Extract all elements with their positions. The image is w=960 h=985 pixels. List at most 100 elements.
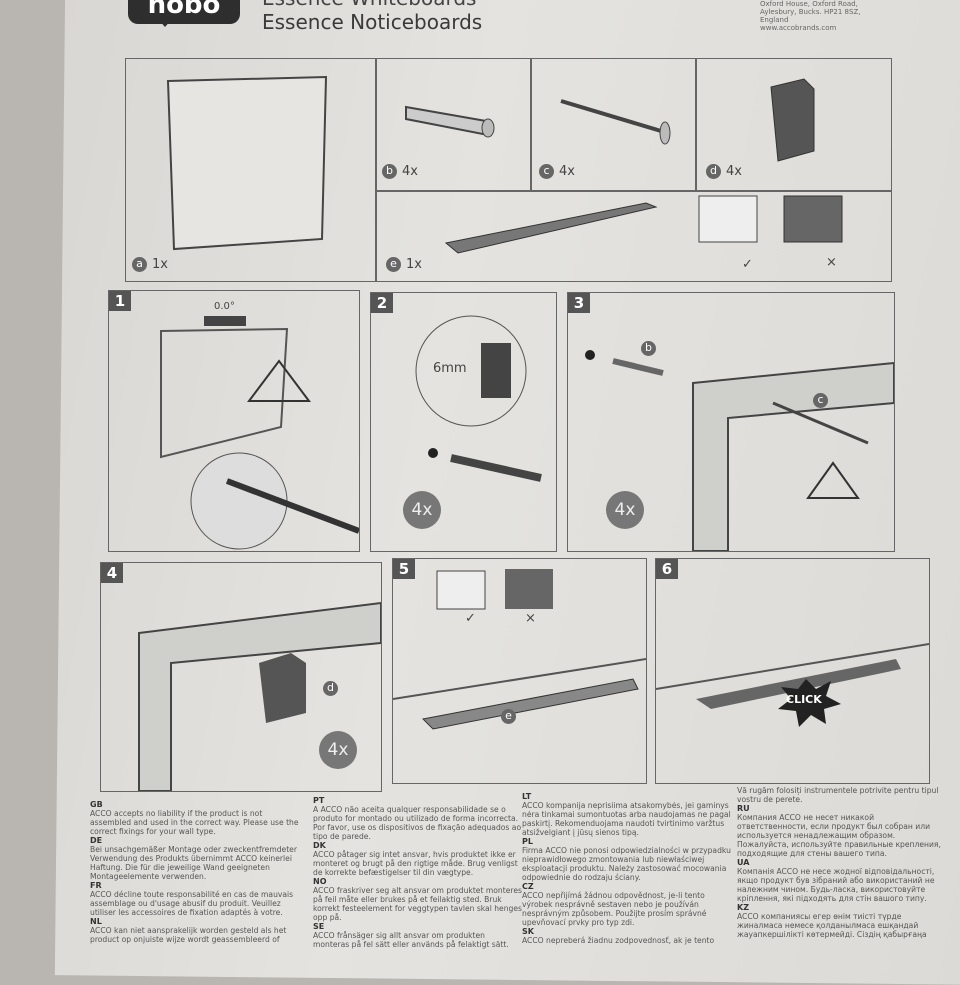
disclaimer-text: ACCO nepřijímá žádnou odpovědnost, je-li… xyxy=(522,891,707,927)
part-letter: e xyxy=(386,257,401,272)
disclaimer-column: Vă rugăm folosiți instrumentele potrivit… xyxy=(737,786,947,939)
title-whiteboards: Essence Whiteboards xyxy=(262,0,476,10)
step-number: 1 xyxy=(109,291,131,311)
level-reading: 0.0° xyxy=(214,301,235,312)
address-website: www.accobrands.com xyxy=(760,24,837,32)
step-5-panel: 5 ✓ × e xyxy=(392,558,647,784)
click-callout: CLICK xyxy=(786,693,822,706)
step-number: 2 xyxy=(371,293,393,313)
lang-code: PL xyxy=(522,837,533,846)
allowed-mark: ✓ xyxy=(465,611,476,626)
part-letter: a xyxy=(132,257,147,272)
part-qty: 4x xyxy=(726,164,742,179)
step-2-panel: 2 6mm 4x xyxy=(370,292,557,552)
board-illustration xyxy=(166,75,328,251)
corner-cap-illustration xyxy=(138,601,381,791)
step-number: 5 xyxy=(393,559,415,579)
address-line: Aylesbury, Bucks. HP21 8SZ, xyxy=(760,8,861,16)
lang-code: SK xyxy=(522,927,534,936)
part-a-label: a 1x xyxy=(132,257,168,272)
lang-code: DK xyxy=(313,841,326,850)
address-line: Oxford House, Oxford Road, xyxy=(760,0,858,8)
lang-code: FR xyxy=(90,881,102,890)
part-qty: 1x xyxy=(152,257,168,272)
step-1-panel: 1 0.0° xyxy=(108,290,360,552)
nobo-logo: nobo xyxy=(128,0,240,27)
step-6-panel: 6 CLICK xyxy=(655,558,930,784)
step-3-panel: 3 b c 4x xyxy=(567,292,895,552)
tray-click-illustration xyxy=(656,643,929,727)
part-c-label: c 4x xyxy=(539,164,575,179)
part-a-panel: a 1x xyxy=(125,58,377,282)
step-quantity: 4x xyxy=(606,491,644,529)
part-d-label: d 4x xyxy=(706,164,742,179)
disclaimer-text: Firma ACCO nie ponosi odpowiedzialności … xyxy=(522,846,731,882)
part-letter: c xyxy=(539,164,554,179)
disclaimer-text: ACCO kan niet aansprakelijk worden geste… xyxy=(90,926,287,944)
not-allowed-mark: × xyxy=(826,255,837,270)
part-d-panel: d 4x xyxy=(695,58,892,192)
company-address: Oxford House, Oxford Road, Aylesbury, Bu… xyxy=(760,0,860,32)
lang-code: SE xyxy=(313,922,325,931)
part-e-panel: ✓ × e 1x xyxy=(375,190,892,282)
warning-icon xyxy=(247,359,311,402)
part-callout: d xyxy=(323,681,338,696)
disclaimer-text: ACCO frånsäger sig allt ansvar om produk… xyxy=(313,931,509,949)
step-quantity: 4x xyxy=(403,491,441,529)
address-line: England xyxy=(760,16,789,24)
disclaimer-text: ACCO компаниясы егер өнім тиісті түрде ж… xyxy=(737,912,927,939)
part-b-panel: b 4x xyxy=(375,58,532,192)
lang-code: GB xyxy=(90,800,103,809)
part-qty: 4x xyxy=(402,164,418,179)
step-quantity: 4x xyxy=(319,731,357,769)
wall-plug-icon xyxy=(405,105,495,138)
allowed-mark: ✓ xyxy=(742,257,753,272)
drill-size: 6mm xyxy=(433,361,467,376)
disclaimer-text: Компания ACCO не несет никакой ответстве… xyxy=(737,813,941,858)
plug-screw-illustration xyxy=(585,350,894,551)
part-c-panel: c 4x xyxy=(530,58,697,192)
part-callout: c xyxy=(813,393,828,408)
part-b-label: b 4x xyxy=(382,164,418,179)
part-e-label: e 1x xyxy=(386,257,422,272)
lang-code: KZ xyxy=(737,903,749,912)
step-number: 4 xyxy=(101,563,123,583)
step-number: 6 xyxy=(656,559,678,579)
corner-cap-icon xyxy=(770,78,815,162)
disclaimer-text: Компанія ACCO не несе жодної відповідаль… xyxy=(737,867,935,903)
lang-code: RU xyxy=(737,804,750,813)
lang-code: LT xyxy=(522,792,532,801)
part-qty: 1x xyxy=(406,257,422,272)
disclaimer-text: ACCO kompanija neprisiima atsakomybės, j… xyxy=(522,801,731,837)
disclaimer-text: Bei unsachgemäßer Montage oder zweckentf… xyxy=(90,845,297,881)
part-qty: 4x xyxy=(559,164,575,179)
pen-tray-icon xyxy=(444,195,843,254)
disclaimer-text: Vă rugăm folosiți instrumentele potrivit… xyxy=(737,786,939,804)
level-board-illustration xyxy=(160,316,359,550)
part-callout: e xyxy=(501,709,516,724)
disclaimer-text: ACCO fraskriver seg alt ansvar om produk… xyxy=(313,886,522,922)
drill-illustration xyxy=(415,315,542,482)
tray-attach-illustration xyxy=(393,569,646,730)
part-letter: d xyxy=(706,164,721,179)
disclaimer-text: ACCO décline toute responsabilité en cas… xyxy=(90,890,294,917)
lang-code: DE xyxy=(90,836,103,845)
step-number: 3 xyxy=(568,293,590,313)
lang-code: NO xyxy=(313,877,327,886)
part-callout: b xyxy=(641,341,656,356)
lang-code: NL xyxy=(90,917,102,926)
lang-code: CZ xyxy=(522,882,534,891)
disclaimer-text: ACCO accepts no liability if the product… xyxy=(90,809,299,836)
screw-icon xyxy=(560,99,671,145)
title-noticeboards: Essence Noticeboards xyxy=(262,10,483,34)
lang-code: PT xyxy=(313,796,325,805)
part-letter: b xyxy=(382,164,397,179)
disclaimer-text: A ACCO não aceita qualquer responsabilid… xyxy=(313,805,522,841)
step-4-panel: 4 d 4x xyxy=(100,562,382,792)
disclaimer-text: ACCO påtager sig intet ansvar, hvis prod… xyxy=(313,850,518,877)
not-allowed-mark: × xyxy=(525,611,536,626)
disclaimer-text: ACCO nepreberá žiadnu zodpovednosť, ak j… xyxy=(522,936,715,945)
